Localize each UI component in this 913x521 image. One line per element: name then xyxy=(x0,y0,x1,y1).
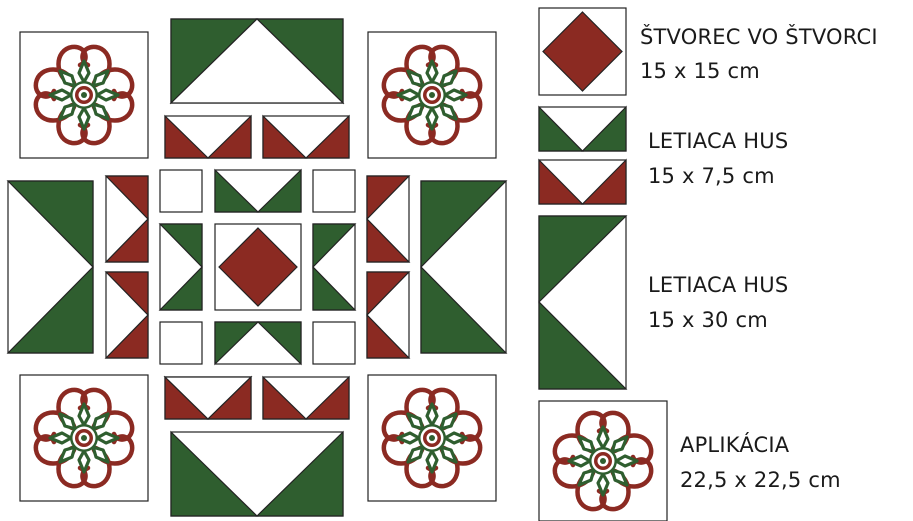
legend-square-in-square-size: 15 x 15 cm xyxy=(640,56,760,86)
large-goose-left xyxy=(8,181,93,353)
applique-block-top-right xyxy=(368,32,496,158)
legend-square-in-square-title: ŠTVOREC VO ŠTVORCI xyxy=(640,22,878,52)
legend-square-in-square-block xyxy=(539,8,626,95)
plain-square-top-right xyxy=(313,170,355,212)
small-goose-center-bottom xyxy=(215,322,301,364)
small-goose-left-lower xyxy=(106,272,148,358)
legend-red-goose-block xyxy=(539,160,626,204)
small-goose-center-top xyxy=(215,170,301,212)
applique-block-bottom-right xyxy=(368,375,496,501)
applique-block-top-left xyxy=(20,32,148,158)
small-goose-center-left xyxy=(160,224,202,310)
small-goose-right-lower xyxy=(367,272,409,358)
plain-square-top-left xyxy=(160,170,202,212)
small-goose-bottom-left xyxy=(165,377,251,419)
center-square-in-square xyxy=(215,224,301,310)
legend-flying-goose-small-size: 15 x 7,5 cm xyxy=(648,161,775,191)
small-goose-left-upper xyxy=(106,176,148,262)
plain-square-bottom-right xyxy=(313,322,355,364)
legend-large-goose-block xyxy=(539,216,626,389)
small-goose-right-upper xyxy=(367,176,409,262)
legend-applique-title: APLIKÁCIA xyxy=(680,430,789,460)
small-goose-bottom-right xyxy=(263,377,349,419)
legend-green-goose-block xyxy=(539,107,626,151)
large-goose-bottom xyxy=(171,432,343,516)
legend-flying-goose-large-size: 15 x 30 cm xyxy=(648,305,768,335)
large-goose-top xyxy=(171,19,343,103)
legend-applique-size: 22,5 x 22,5 cm xyxy=(680,465,841,495)
applique-block-bottom-left xyxy=(20,375,148,501)
small-goose-center-right xyxy=(313,224,355,310)
legend-flying-goose-large-title: LETIACA HUS xyxy=(648,270,788,300)
large-goose-right xyxy=(421,181,506,353)
legend-flying-goose-small-title: LETIACA HUS xyxy=(648,126,788,156)
legend-applique-block xyxy=(539,401,667,521)
small-goose-top-left xyxy=(165,116,251,158)
small-goose-top-right xyxy=(263,116,349,158)
plain-square-bottom-left xyxy=(160,322,202,364)
